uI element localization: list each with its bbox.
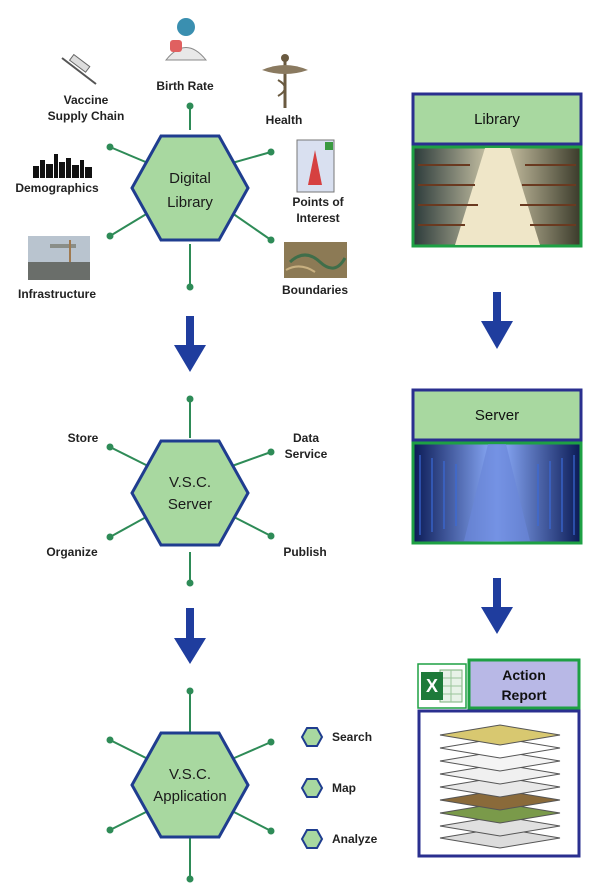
small-hexagon-icon — [300, 829, 324, 849]
small-hexagon-icon — [300, 727, 324, 747]
label-boundaries: Boundaries — [282, 283, 348, 297]
label-birth-rate: Birth Rate — [156, 79, 214, 93]
syringe-icon — [61, 53, 97, 85]
hex-label-line1: V.S.C. — [169, 474, 211, 491]
hex-label-line2: Library — [167, 194, 213, 211]
hub-spokes — [109, 108, 272, 287]
server-header — [411, 388, 583, 442]
map-pin-poster-icon — [296, 139, 335, 193]
small-hexagon-icon — [300, 778, 324, 798]
city-skyline-icon — [33, 154, 92, 178]
server-hexagon — [130, 439, 250, 547]
label-data-service-line2: Service — [285, 447, 328, 461]
legend-map: Map — [300, 778, 356, 798]
label-vaccine-line1: Vaccine — [64, 93, 109, 107]
label-poi-line1: Points of — [292, 195, 344, 209]
application-hub: V.S.C. Application Search Map Analyze — [106, 687, 378, 883]
spoke-endpoints — [106, 102, 275, 291]
hub-spokes — [109, 692, 272, 878]
label-store: Store — [68, 431, 99, 445]
hex-label-line2: Application — [153, 788, 226, 805]
application-hexagon — [130, 731, 250, 839]
spoke-endpoints — [106, 687, 275, 883]
library-header — [411, 92, 583, 146]
highway-photo-icon — [28, 236, 90, 280]
server-title: Server — [475, 407, 519, 424]
report-title-line2: Report — [501, 687, 546, 703]
hub-spokes — [109, 400, 272, 583]
down-arrow-3 — [481, 292, 513, 349]
library-title: Library — [474, 111, 520, 128]
map-layers-stack — [439, 724, 561, 849]
label-infrastructure: Infrastructure — [18, 287, 96, 301]
label-organize: Organize — [46, 545, 98, 559]
legend-analyze: Analyze — [300, 829, 378, 849]
library-photo — [411, 145, 583, 248]
label-publish: Publish — [283, 545, 326, 559]
legend-search: Search — [300, 727, 372, 747]
label-health: Health — [266, 113, 303, 127]
server-room-photo — [411, 441, 583, 545]
excel-icon-letter: X — [426, 676, 438, 696]
digital-library-hexagon — [130, 134, 250, 242]
down-arrow-1 — [174, 316, 206, 372]
spoke-endpoints — [106, 395, 275, 587]
terrain-map-icon — [284, 242, 347, 278]
label-data-service-line1: Data — [293, 431, 319, 445]
legend-analyze-label: Analyze — [332, 832, 378, 846]
hex-label-line1: Digital — [169, 170, 211, 187]
server-panel: Server — [411, 388, 583, 545]
nurse-icon — [164, 18, 208, 61]
hex-label-line1: V.S.C. — [169, 766, 211, 783]
down-arrow-4 — [481, 578, 513, 634]
caduceus-icon — [262, 54, 308, 108]
hex-label-line2: Server — [168, 496, 212, 513]
library-panel: Library — [411, 92, 583, 248]
excel-icon: X — [417, 663, 467, 709]
digital-library-hub: Digital Library — [15, 18, 348, 301]
label-demographics: Demographics — [15, 181, 99, 195]
legend-search-label: Search — [332, 730, 372, 744]
down-arrow-2 — [174, 608, 206, 664]
report-title-line1: Action — [502, 667, 546, 683]
server-hub: V.S.C. Server Store Data Service Organiz… — [46, 395, 328, 587]
action-report-panel: X Action Report — [417, 658, 581, 858]
legend-map-label: Map — [332, 781, 356, 795]
label-poi-line2: Interest — [296, 211, 339, 225]
report-header — [467, 658, 581, 710]
label-vaccine-line2: Supply Chain — [48, 109, 125, 123]
